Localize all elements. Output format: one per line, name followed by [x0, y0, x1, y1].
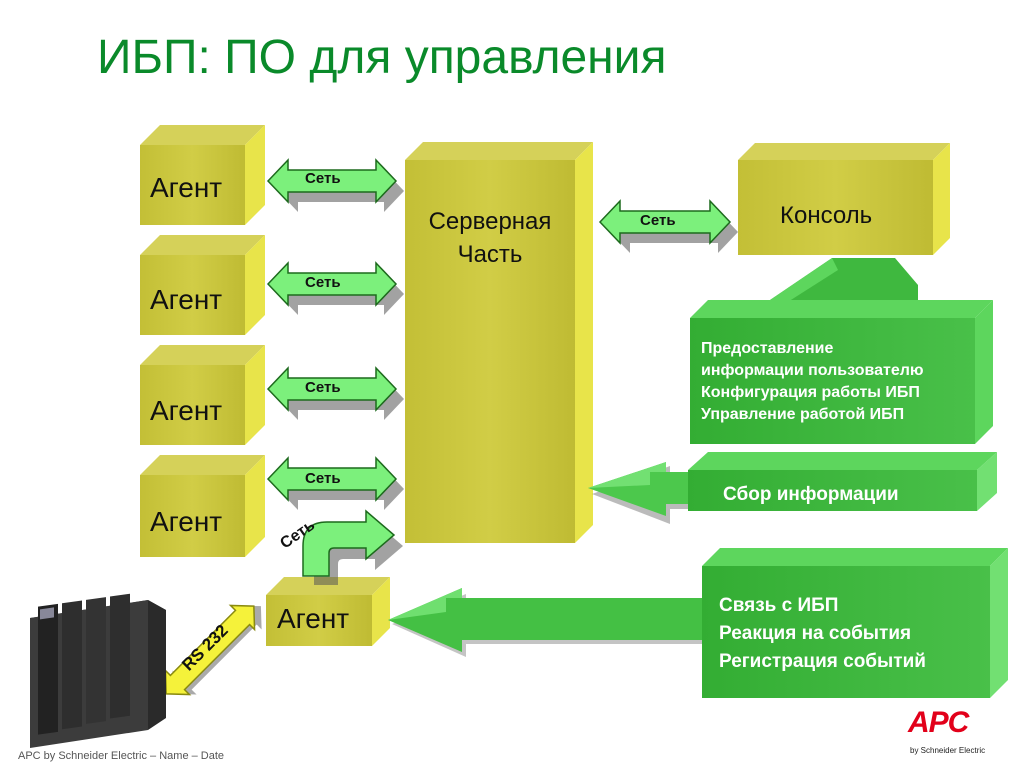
network-label-1: Сеть	[305, 170, 341, 187]
network-label-console: Сеть	[640, 212, 676, 229]
console-feature-1: Предоставление	[701, 340, 834, 357]
agent-feature-2: Реакция на события	[719, 623, 912, 644]
console-label: Консоль	[780, 202, 873, 229]
agent-label-1: Агент	[150, 172, 223, 203]
agent-feature-3: Регистрация событий	[719, 651, 926, 672]
bottom-agent-box	[266, 577, 390, 646]
footer-text: APC by Schneider Electric – Name – Date	[18, 750, 225, 762]
agent-label-4: Агент	[150, 506, 223, 537]
apc-logo-sub: by Schneider Electric	[910, 746, 986, 755]
curved-network-arrow	[302, 509, 403, 585]
server-box	[405, 142, 593, 543]
agent-features-box	[388, 548, 1008, 698]
server-feature-box	[588, 452, 997, 524]
server-label-line2: Часть	[457, 241, 523, 268]
network-arrow-1	[266, 158, 404, 212]
network-arrow-3	[266, 366, 404, 420]
console-features-text: Предоставление информации пользователю К…	[701, 338, 924, 426]
console-feature-3: Конфигурация работы ИБП	[701, 384, 920, 401]
network-label-3: Сеть	[305, 379, 341, 396]
agent-label-3: Агент	[150, 395, 223, 426]
agent-box-4	[140, 455, 265, 557]
network-label-4: Сеть	[305, 470, 341, 487]
page-title: ИБП: ПО для управления	[97, 31, 667, 84]
network-arrow-console	[598, 199, 738, 253]
agent-features-text: Связь с ИБП Реакция на события Регистрац…	[719, 592, 926, 676]
console-features-box	[690, 258, 993, 444]
server-feature-text: Сбор информации	[723, 484, 899, 505]
console-feature-2: информации пользователю	[701, 362, 924, 379]
agent-feature-1: Связь с ИБП	[719, 595, 839, 616]
agent-box-3	[140, 345, 265, 445]
agent-box-1	[140, 125, 265, 225]
network-arrow-4	[266, 456, 404, 510]
console-box	[738, 143, 950, 255]
server-label-line1: Серверная	[428, 208, 552, 235]
network-arrow-2	[266, 261, 404, 315]
network-label-2: Сеть	[305, 274, 341, 291]
bottom-agent-label: Агент	[277, 603, 350, 634]
ups-device-image	[30, 593, 166, 748]
apc-logo: APC by Schneider Electric	[908, 706, 1008, 755]
server-label: Серверная Часть	[405, 205, 575, 271]
apc-logo-brand: APC	[908, 706, 969, 739]
agent-label-2: Агент	[150, 284, 223, 315]
agent-box-2	[140, 235, 265, 335]
console-feature-4: Управление работой ИБП	[701, 406, 905, 423]
rs232-arrow	[164, 604, 262, 696]
